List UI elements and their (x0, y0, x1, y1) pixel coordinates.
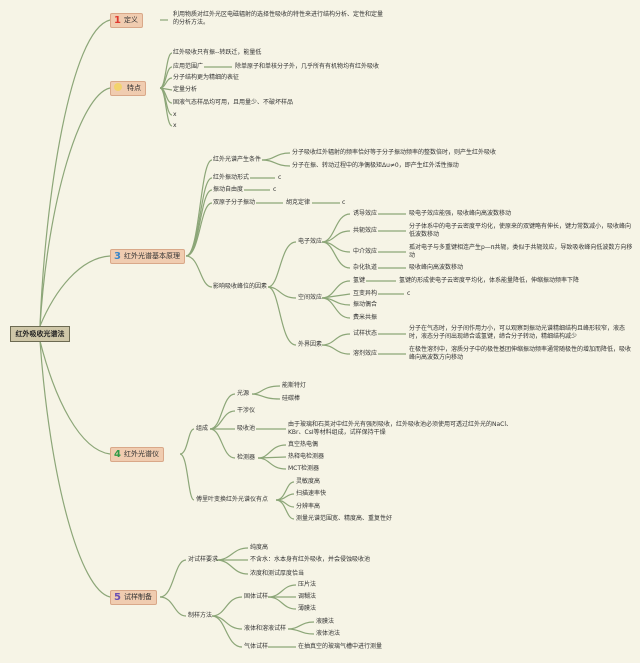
feature-item: 分子结构更为精细的表征 (173, 74, 240, 81)
node-tautomerism: 互变异构 (353, 290, 378, 297)
node-vibration-forms: 红外振动形式 (213, 174, 250, 181)
mesomeric-desc: 孤对电子与多重键相连产生p—π共轭，类似于共轭效应，导致吸收峰向低波数方向移动 (409, 244, 633, 259)
leaf-nernst-lamp: 能斯特灯 (282, 382, 307, 389)
leaf-detector-3: MCT检测器 (288, 465, 320, 472)
node-detector: 检测器 (237, 454, 256, 461)
sun-icon (114, 83, 122, 91)
node-diatomic-vibration: 双原子分子振动 (213, 199, 256, 206)
number-five-icon: 5 (114, 592, 121, 603)
leaf-c: c (273, 186, 277, 193)
leaf-c: c (278, 174, 282, 181)
conjugation-desc: 分子体系中的电子云密度平均化，使原来的双键略有伸长，键力常数减小，吸收峰向低波数… (409, 223, 632, 238)
condition-2: 分子在振、转动过程中的净偶极矩Δu≠0，即产生红外活性振动 (292, 162, 459, 169)
leaf-ftir-3: 分辨率高 (296, 503, 321, 510)
node-requirements: 对试样要求 (188, 556, 219, 563)
node-electronic-effects: 电子效应 (298, 238, 323, 245)
number-one-icon: 1 (114, 15, 121, 26)
feature-item: 固液气态样品均可用，且用量少、不破坏样品 (173, 99, 294, 106)
leaf-liquid-1: 液膜法 (316, 618, 335, 625)
induction-desc: 吸电子效应能强，吸收峰向高波数移动 (409, 210, 512, 217)
node-solvent-effect: 溶剂效应 (353, 350, 378, 357)
node-sample-state: 试样状态 (353, 330, 378, 337)
node-mesomeric: 中介效应 (353, 248, 378, 255)
node-light-source: 光源 (237, 390, 250, 397)
category-label: 试样制备 (123, 593, 152, 601)
node-hookes-law: 胡克定律 (286, 199, 311, 206)
condition-1: 分子吸收红外辐射的频率恰好等于分子振动频率的整数倍时，则产生红外吸收 (292, 149, 497, 156)
absorption-cell-desc: 由于玻璃和石英对中红外光有强烈吸收，红外吸收池必须使用可透过红外光的NaCl、K… (288, 421, 513, 436)
node-external-factors: 外界因素 (298, 341, 323, 348)
category-label: 定义 (123, 16, 138, 24)
leaf-ftir-2: 扫描速率快 (296, 490, 327, 497)
number-three-icon: 3 (114, 251, 121, 262)
feature-item-detail: 除单原子和单核分子外，几乎所有有机物均有红外吸收 (235, 63, 380, 70)
feature-item: x (173, 111, 177, 118)
node-peak-factors: 影响吸收峰位的因素 (213, 283, 268, 290)
leaf-solid-1: 压片法 (298, 581, 317, 588)
node-interferometer: 干涉仪 (237, 407, 256, 414)
node-ftir: 傅里叶变换红外光谱仪有点 (196, 496, 269, 503)
node-induction: 诱导效应 (353, 210, 378, 217)
category-label: 红外光谱基本原理 (123, 252, 180, 260)
node-absorption-cell: 吸收池 (237, 425, 256, 432)
leaf-liquid-2: 液体池法 (316, 630, 341, 637)
leaf-req-1: 纯度高 (250, 544, 269, 551)
root-node[interactable]: 红外吸收光谱法 (10, 326, 70, 342)
node-vibrational-coupling: 振动偶合 (353, 301, 378, 308)
leaf-c: c (407, 290, 411, 297)
feature-item: 红外吸收只有振--转跃迁，能量低 (173, 49, 262, 56)
leaf-solid-2: 调糊法 (298, 593, 317, 600)
node-degrees-of-freedom: 振动自由度 (213, 186, 244, 193)
node-solid-samples: 固体试样 (244, 593, 269, 600)
node-gas-samples: 气体试样 (244, 643, 269, 650)
leaf-globar: 硅碳棒 (282, 395, 301, 402)
gas-samples-desc: 在抽真空的玻璃气槽中进行测量 (298, 643, 383, 650)
leaf-solid-3: 薄膜法 (298, 605, 317, 612)
node-conditions: 红外光谱产生条件 (213, 156, 262, 163)
feature-item: 应用范围广 (173, 63, 204, 70)
node-conjugation: 共轭效应 (353, 227, 378, 234)
leaf-ftir-4: 测量光谱范围宽、精度高、重复性好 (296, 515, 393, 522)
node-hybridization: 杂化轨道 (353, 264, 378, 271)
node-liquid-samples: 液体和溶液试样 (244, 625, 287, 632)
definition-text: 利用物质对红外光区电磁辐射的选择性吸收的特性来进行结构分析、定性和定量的分析方法… (173, 11, 384, 26)
node-steric-effects: 空间效应 (298, 294, 323, 301)
node-hydrogen-bond: 氢键 (353, 277, 366, 284)
leaf-detector-2: 热释电检测器 (288, 453, 325, 460)
category-features[interactable]: 特点 (110, 81, 146, 96)
hydrogen-bond-desc: 氢键的形成使电子云密度平均化，体系能量降低，伸缩振动频率下降 (399, 277, 580, 284)
leaf-c: c (342, 199, 346, 206)
feature-item: 定量分析 (173, 86, 198, 93)
node-components: 组成 (196, 425, 209, 432)
feature-item: x (173, 122, 177, 129)
leaf-detector-1: 真空热电偶 (288, 441, 319, 448)
leaf-ftir-1: 灵敏度高 (296, 478, 321, 485)
category-label: 红外光谱仪 (123, 450, 159, 458)
node-fermi-resonance: 费米共振 (353, 314, 378, 321)
hybridization-desc: 吸收峰向高波数移动 (409, 264, 464, 271)
leaf-req-2: 不含水：水本身有红外吸收，并会侵蚀吸收池 (250, 556, 371, 563)
leaf-req-3: 浓度和测试厚度恰当 (250, 570, 305, 577)
solvent-effect-desc: 在极性溶剂中，溶质分子中的极性基团伸缩振动频率通常随极性的增加而降低，吸收峰向高… (409, 346, 632, 361)
category-label: 特点 (127, 84, 141, 92)
node-methods: 制样方法 (188, 612, 213, 619)
sample-state-desc: 分子在气态时，分子间作用力小，可以观察到振动光谱精细结构且峰形较窄，液态时，液态… (409, 325, 626, 340)
number-four-icon: 4 (114, 449, 121, 460)
